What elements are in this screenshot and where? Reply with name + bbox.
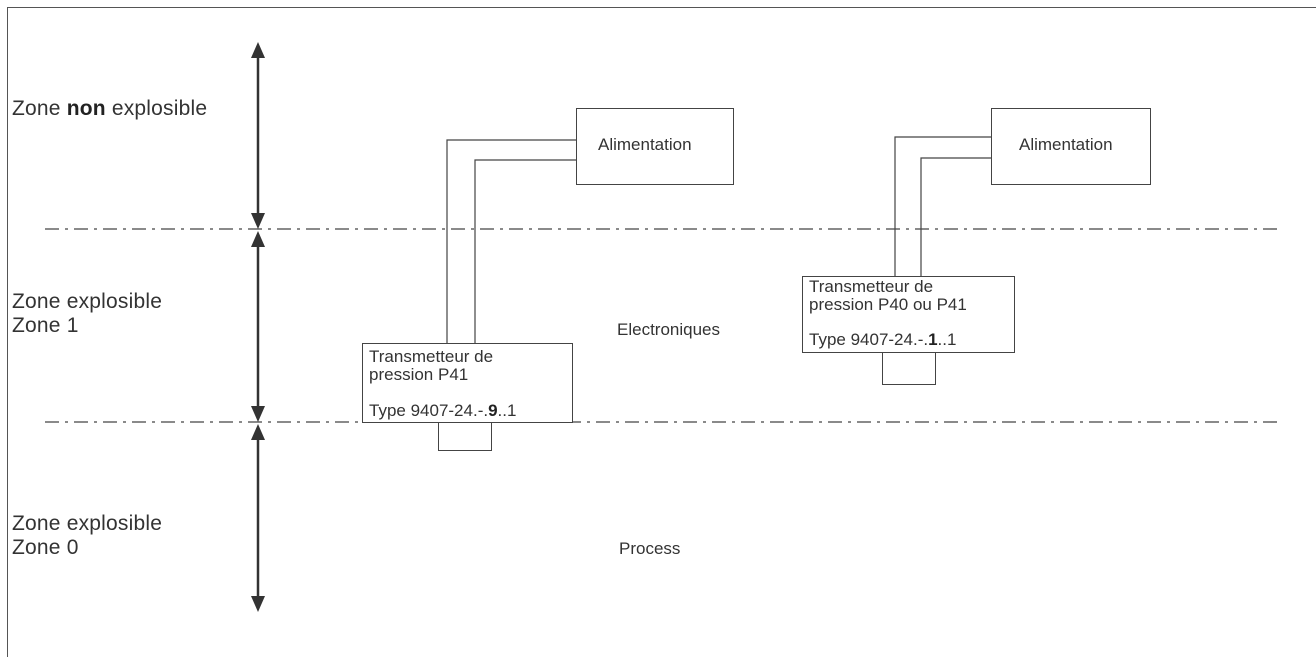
zone-label-zone-0-line2: Zone 0 xyxy=(12,536,79,559)
power-supply-left: Alimentation xyxy=(576,108,734,185)
power-supply-right: Alimentation xyxy=(991,108,1151,185)
zone-label-zone-1-line1: Zone explosible xyxy=(12,290,163,313)
transmitter-right-type-suffix: ..1 xyxy=(937,330,957,349)
zone-label-zone-0-line1: Zone explosible xyxy=(12,512,163,535)
arrow-zone-non-explosive xyxy=(251,42,265,229)
wiring-right xyxy=(894,136,991,276)
transmitter-right: Transmetteur de pression P40 ou P41 Type… xyxy=(802,276,1015,353)
diagram-frame xyxy=(7,7,1316,657)
zone-label-non-explosive-bold: non xyxy=(66,97,106,120)
region-label-electronics: Electroniques xyxy=(617,320,721,339)
transmitter-right-line2: pression P40 ou P41 xyxy=(809,295,967,314)
transmitter-right-type-bold: 1 xyxy=(928,330,938,349)
transmitter-left-line2: pression P41 xyxy=(369,365,469,384)
arrow-zone-1 xyxy=(251,231,265,422)
transmitter-left-type-prefix: Type 9407-24.-. xyxy=(369,401,489,420)
zone-label-non-explosive: Zone non explosible xyxy=(12,97,207,121)
arrow-zone-0 xyxy=(251,424,265,612)
transmitter-left-type: Type 9407-24.-.9..1 xyxy=(369,402,516,419)
transmitter-right-type: Type 9407-24.-.1..1 xyxy=(809,331,956,348)
transmitter-left-sensor xyxy=(438,422,492,451)
transmitter-left-line1: Transmetteur de xyxy=(369,347,494,366)
transmitter-right-line1: Transmetteur de xyxy=(809,277,934,296)
transmitter-right-sensor xyxy=(882,352,936,385)
zone-label-zone-0: Zone explosible Zone 0 xyxy=(12,512,162,560)
transmitter-right-type-prefix: Type 9407-24.-. xyxy=(809,330,929,349)
transmitter-left-type-bold: 9 xyxy=(488,401,498,420)
zone-label-zone-1: Zone explosible Zone 1 xyxy=(12,290,162,338)
power-supply-left-label: Alimentation xyxy=(598,135,692,154)
region-label-process: Process xyxy=(619,539,681,558)
transmitter-left-type-suffix: ..1 xyxy=(497,401,517,420)
zone-label-non-explosive-suffix: explosible xyxy=(105,97,208,120)
zone-label-zone-1-line2: Zone 1 xyxy=(12,314,79,337)
power-supply-right-label: Alimentation xyxy=(1019,135,1113,154)
zone-label-non-explosive-prefix: Zone xyxy=(12,97,67,120)
wiring-left xyxy=(446,139,576,343)
transmitter-left: Transmetteur de pression P41 Type 9407-2… xyxy=(362,343,573,423)
